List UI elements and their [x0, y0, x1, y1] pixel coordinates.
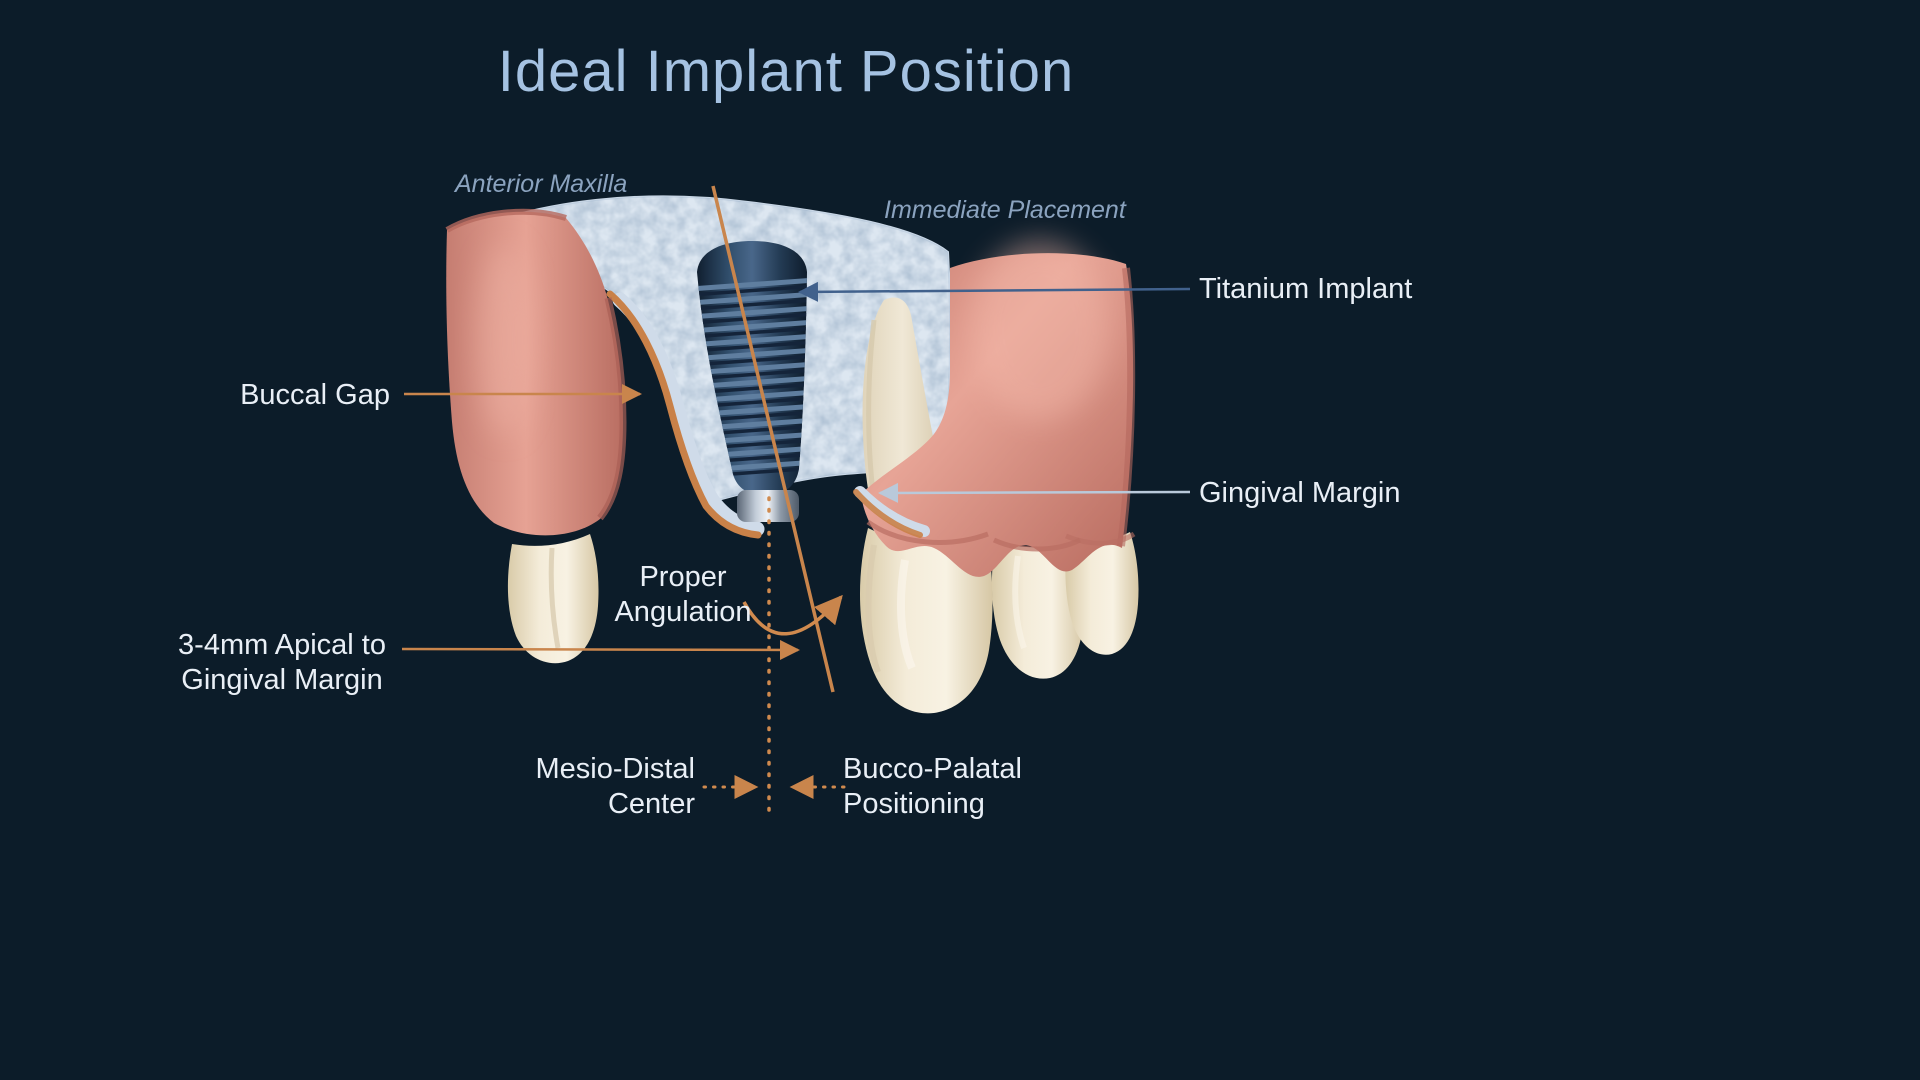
- bucco-palatal-line1: Bucco-Palatal: [843, 753, 1022, 785]
- right-gingiva: [861, 240, 1136, 577]
- angulation-axis-line: [711, 185, 835, 693]
- callout-bucco-palatal-positioning: Bucco-Palatal Positioning: [843, 752, 1022, 822]
- proper-angulation-line1: Proper: [639, 561, 727, 593]
- posterior-tooth: [1065, 532, 1139, 655]
- cortical-bone-band: [612, 292, 765, 537]
- implant-collar: [737, 490, 799, 522]
- bucco-palatal-line2: Positioning: [843, 788, 985, 820]
- gingival-margin-band: [853, 486, 930, 538]
- lateral-tooth: [991, 538, 1085, 679]
- titanium-implant-leader: [798, 281, 1191, 302]
- left-gingival-flap: [445, 208, 627, 536]
- callout-gingival-margin: Gingival Margin: [1199, 477, 1401, 509]
- page-title: Ideal Implant Position: [497, 39, 1075, 104]
- gingival-margin-leader: [878, 482, 1191, 503]
- central-tooth: [860, 528, 993, 714]
- callout-titanium-implant: Titanium Implant: [1199, 273, 1413, 305]
- titanium-implant-graphic: [697, 241, 807, 522]
- apical-line2: Gingival Margin: [181, 664, 383, 696]
- callout-mesio-distal-center: Mesio-Distal Center: [495, 752, 695, 822]
- periosteum-orange-lining: [606, 290, 762, 539]
- callout-apical-to-gingival-margin: 3-4mm Apical to Gingival Margin: [178, 628, 386, 698]
- mesio-distal-line1: Mesio-Distal: [535, 753, 695, 785]
- apical-leader: [401, 639, 800, 660]
- callout-buccal-gap: Buccal Gap: [240, 379, 390, 411]
- left-tooth: [507, 534, 599, 664]
- apical-line1: 3-4mm Apical to: [178, 629, 386, 661]
- angulation-arc-arrow: [742, 594, 843, 636]
- callout-proper-angulation: Proper Angulation: [614, 560, 751, 630]
- label-anterior-maxilla: Anterior Maxilla: [455, 170, 628, 198]
- mesio-distal-line2: Center: [607, 788, 695, 820]
- proper-angulation-line2: Angulation: [614, 596, 752, 628]
- label-immediate-placement: Immediate Placement: [884, 196, 1126, 224]
- implant-threads: [697, 277, 807, 479]
